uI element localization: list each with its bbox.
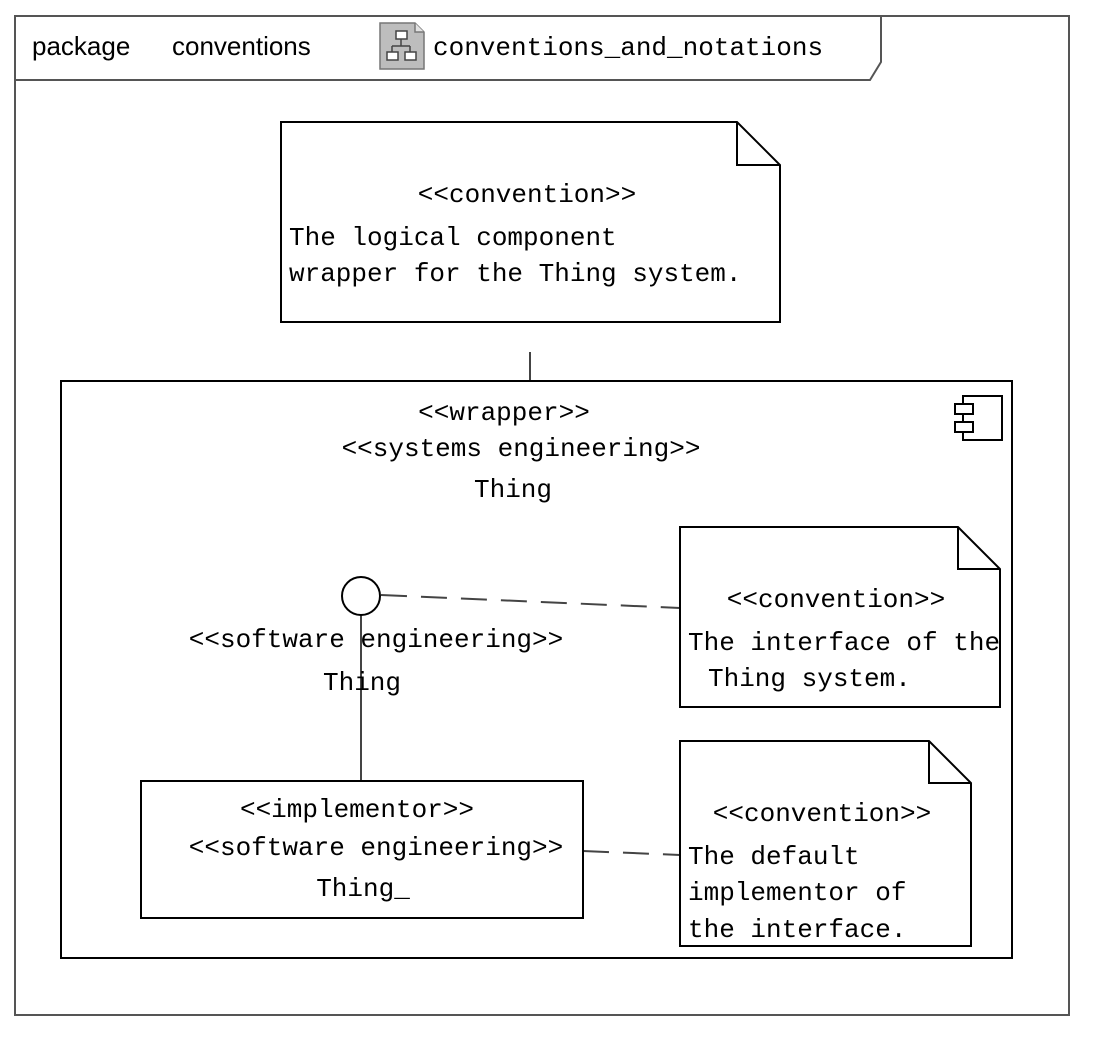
frame-keyword: package <box>32 31 130 61</box>
note-stereotype: <<convention>> <box>727 585 945 615</box>
frame-package-name: conventions <box>172 31 311 61</box>
interface-stereotype: <<software engineering>> <box>189 625 563 655</box>
note-line: the interface. <box>688 915 906 945</box>
component-stereotype: <<systems engineering>> <box>342 434 701 464</box>
note-line: The interface of the <box>688 628 1000 658</box>
note-fold <box>736 122 780 166</box>
note-implementor[interactable]: <<convention>> The default implementor o… <box>679 740 972 947</box>
note-logical-component[interactable]: <<convention>> The logical component wra… <box>280 121 781 323</box>
implementor-note-dashed-link <box>582 850 681 856</box>
note-fold <box>928 741 971 784</box>
component-icon <box>954 395 1003 441</box>
component-box <box>60 380 1013 959</box>
component-wrapper-thing[interactable]: <<wrapper>> <<systems engineering>> Thin… <box>60 380 1013 959</box>
note-fold <box>957 527 1000 570</box>
class-stereotype: <<software engineering>> <box>189 833 563 863</box>
note-stereotype: <<convention>> <box>713 799 931 829</box>
interface-lollipop-icon <box>341 576 381 616</box>
note-interface[interactable]: <<convention>> The interface of the Thin… <box>679 526 1001 708</box>
component-stereotype: <<wrapper>> <box>418 398 590 428</box>
class-box <box>140 780 584 919</box>
class-diagram-icon <box>379 22 425 70</box>
package-frame: package conventions conventions_and_nota… <box>14 15 1070 1016</box>
interface-thing[interactable]: <<software engineering>> Thing <box>189 576 563 698</box>
interface-note-dashed-link <box>380 594 681 609</box>
class-implementor-thing[interactable]: <<implementor>> <<software engineering>>… <box>140 780 584 919</box>
note-shape <box>280 121 781 323</box>
frame-border <box>14 15 1070 1016</box>
note-stereotype: <<convention>> <box>418 180 636 210</box>
note-shape <box>679 526 1001 708</box>
class-name: Thing_ <box>316 874 410 904</box>
note-line: The logical component <box>289 223 617 253</box>
interface-name: Thing <box>323 668 401 698</box>
frame-diagram-name: conventions_and_notations <box>433 33 823 63</box>
note-line: The default <box>688 842 860 872</box>
note-line: implementor of <box>688 878 906 908</box>
note-line: wrapper for the Thing system. <box>289 259 741 289</box>
frame-tab <box>15 16 882 81</box>
note-shape <box>679 740 972 947</box>
class-stereotype: <<implementor>> <box>240 795 474 825</box>
component-name: Thing <box>474 475 552 505</box>
note-line: Thing system. <box>708 664 911 694</box>
